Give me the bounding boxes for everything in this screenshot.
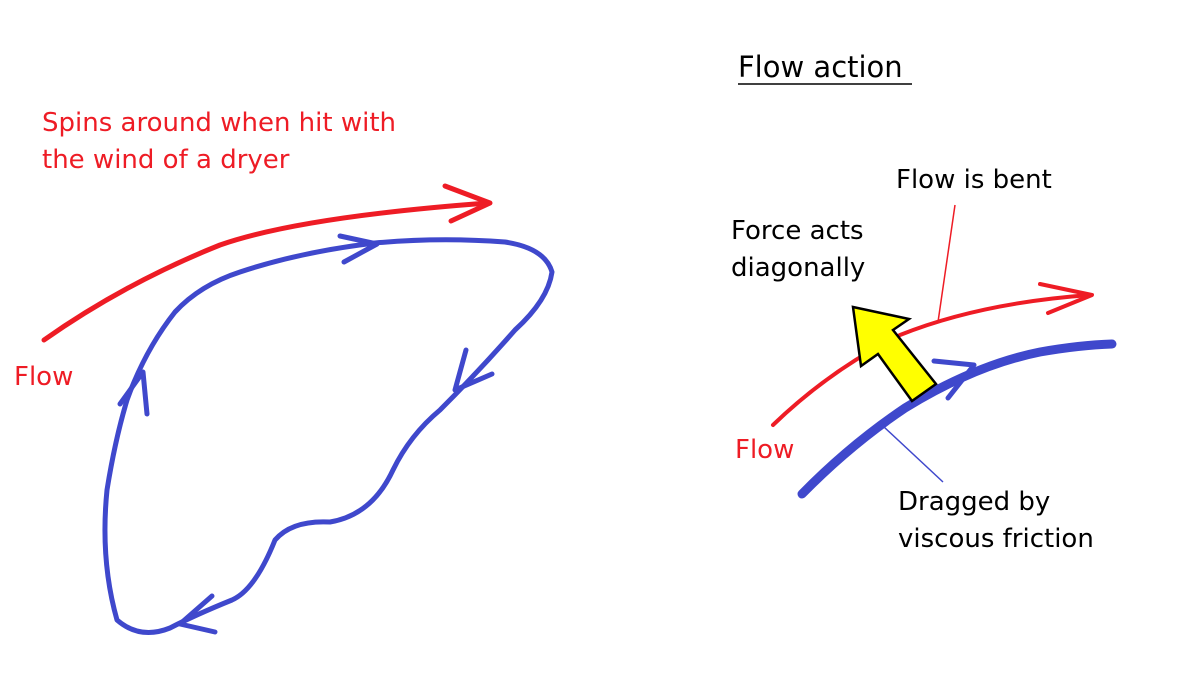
left-diagram: Spins around when hit with the wind of a… bbox=[14, 108, 555, 635]
left-caption-line1: Spins around when hit with bbox=[42, 108, 396, 138]
flow-bent-pointer bbox=[937, 204, 956, 323]
left-flow-line bbox=[41, 200, 491, 343]
loop-arrowhead-top bbox=[337, 233, 380, 265]
surface-motion-arrowhead bbox=[931, 358, 977, 401]
left-flow-label: Flow bbox=[14, 362, 73, 392]
right-diagram: Flow action Flow is bent Force acts diag… bbox=[731, 50, 1117, 554]
force-arrow-icon bbox=[851, 305, 938, 403]
flow-action-heading: Flow action bbox=[738, 50, 903, 84]
rotating-surface bbox=[797, 339, 1117, 499]
circulation-loop bbox=[102, 237, 555, 635]
dragged-pointer bbox=[883, 426, 944, 483]
dragged-label-line2: viscous friction bbox=[898, 524, 1094, 554]
loop-arrowhead-right bbox=[452, 347, 495, 393]
bent-flow-arrowhead bbox=[1038, 282, 1094, 315]
dragged-label-line1: Dragged by bbox=[898, 487, 1050, 517]
left-flow-arrowhead bbox=[442, 183, 493, 224]
loop-arrowhead-bottom bbox=[177, 593, 218, 635]
force-label-line2: diagonally bbox=[731, 253, 865, 283]
left-caption-line2: the wind of a dryer bbox=[42, 145, 290, 175]
loop-arrowhead-left bbox=[117, 369, 150, 417]
right-flow-label: Flow bbox=[735, 435, 794, 465]
force-label-line1: Force acts bbox=[731, 216, 864, 246]
bent-flow-line bbox=[771, 293, 1092, 427]
flow-bent-label: Flow is bent bbox=[896, 165, 1052, 195]
